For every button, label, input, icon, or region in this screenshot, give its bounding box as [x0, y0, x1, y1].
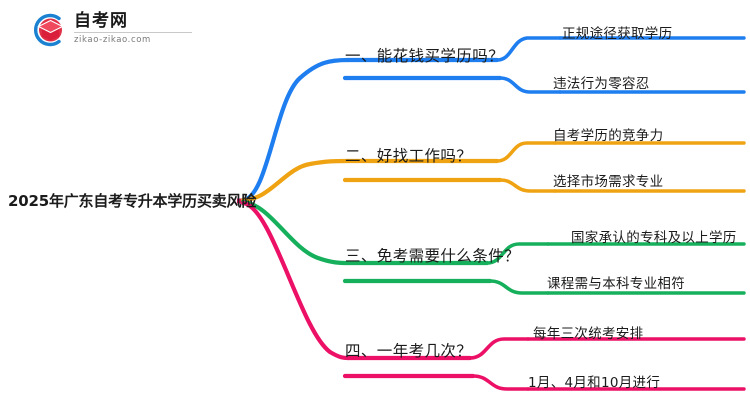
leaf-node-2-1-label[interactable]: 自考学历的竞争力 — [553, 128, 664, 144]
leaf-node-4-2-label[interactable]: 1月、4月和10月进行 — [528, 375, 661, 391]
logo-mark-icon — [34, 13, 64, 47]
leaf-node-3-2-label[interactable]: 课程需与本科专业相符 — [547, 276, 685, 292]
root-node-label[interactable]: 2025年广东自考专升本学历买卖风险 — [8, 192, 257, 210]
site-logo[interactable]: 自考网 zikao-zikao.com — [28, 10, 198, 50]
branch-2-connector — [240, 141, 746, 203]
leaf-node-4-1-label[interactable]: 每年三次统考安排 — [533, 326, 644, 342]
branch-node-2-label[interactable]: 二、好找工作吗？ — [345, 147, 473, 165]
logo-title: 自考网 — [74, 11, 128, 31]
branch-node-1-label[interactable]: 一、能花钱买学历吗？ — [345, 47, 505, 65]
logo-domain: zikao-zikao.com — [74, 35, 151, 45]
leaf-node-2-2-label[interactable]: 选择市场需求专业 — [553, 174, 664, 190]
leaf-node-3-1-label[interactable]: 国家承认的专科及以上学历 — [571, 230, 737, 246]
branch-node-3-label[interactable]: 三、免考需要什么条件？ — [345, 247, 520, 265]
leaf-node-1-1-label[interactable]: 正规途径获取学历 — [562, 26, 673, 42]
branch-node-4-label[interactable]: 四、一年考几次？ — [345, 342, 473, 360]
logo-divider — [74, 32, 192, 33]
leaf-node-1-2-label[interactable]: 违法行为零容忍 — [553, 76, 650, 92]
logo-text: 自考网 zikao-zikao.com — [74, 11, 194, 46]
